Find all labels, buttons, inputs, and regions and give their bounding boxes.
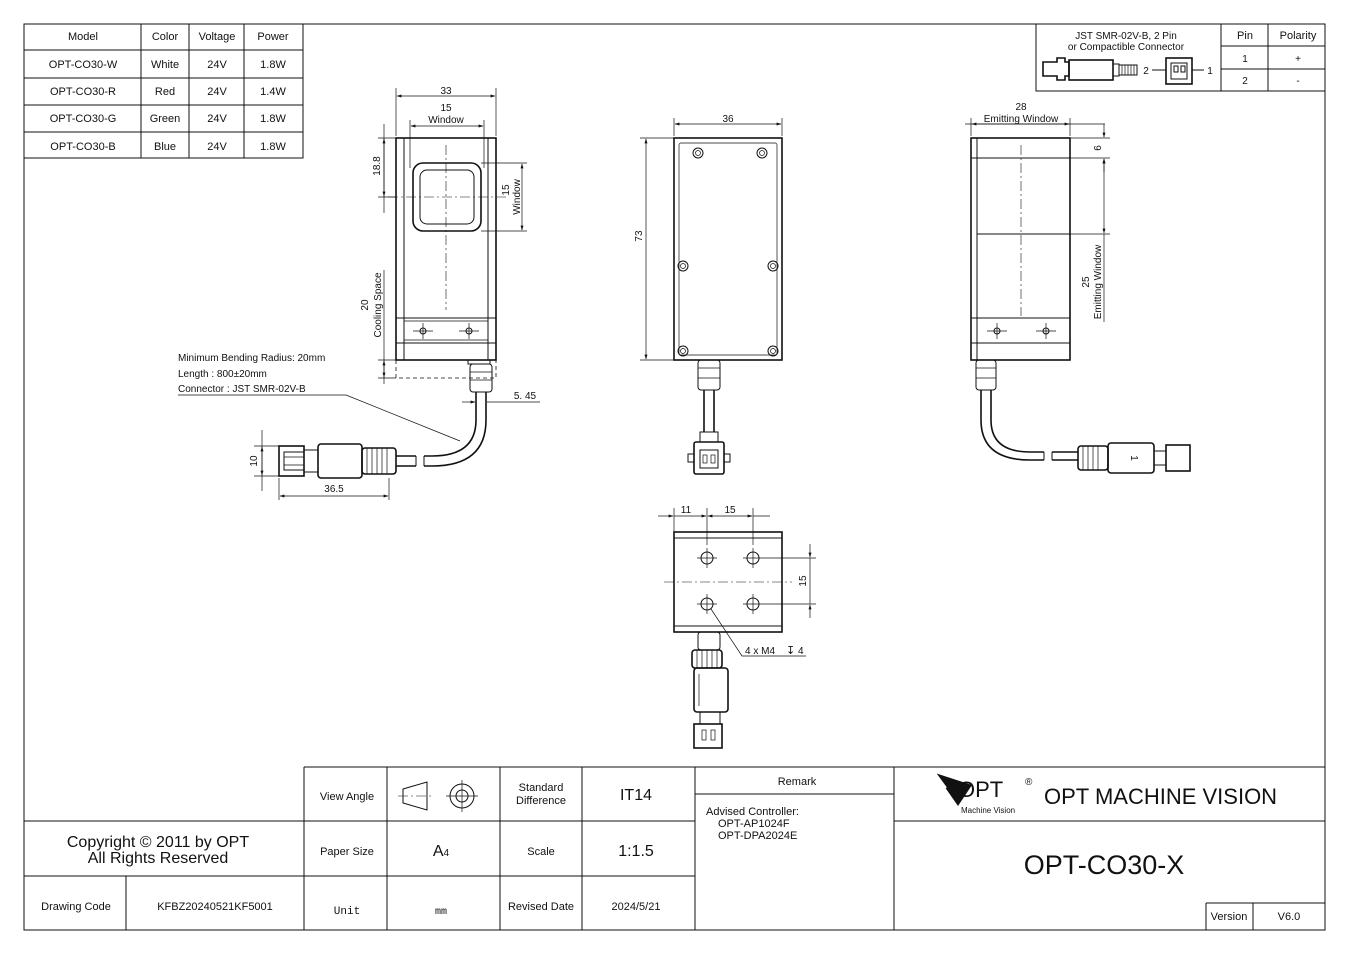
remark-label: Remark: [778, 776, 817, 788]
opt-logo-mark-icon: [935, 773, 972, 806]
paper-size-value: A4: [433, 843, 450, 860]
spec-cell: 1.8W: [260, 59, 286, 71]
spec-cell: OPT-CO30-W: [49, 59, 118, 71]
spec-cell: OPT-CO30-B: [50, 141, 115, 153]
unit-value: mm: [435, 907, 447, 918]
cable-note-connector: Connector : JST SMR-02V-B: [178, 384, 306, 395]
spec-header-voltage: Voltage: [199, 31, 236, 43]
spec-cell: 24V: [207, 113, 227, 125]
company-name: OPT MACHINE VISION: [1044, 784, 1277, 809]
connector-pictogram: 2 1: [1042, 57, 1213, 85]
dim-front-cable: 5. 45: [514, 391, 537, 402]
dim-front-window-h: 15: [501, 184, 512, 196]
paper-size-label: Paper Size: [320, 846, 374, 858]
standard-label-2: Difference: [516, 795, 566, 807]
dim-bottom-a: 11: [681, 505, 692, 516]
polarity-cell: +: [1295, 54, 1301, 65]
dim-back-height: 73: [634, 230, 645, 242]
hole-note: 4 x M4: [745, 646, 775, 657]
dim-front-window-w: 15: [440, 103, 452, 114]
spec-cell: 1.8W: [260, 141, 286, 153]
dim-front-top: 18.8: [372, 156, 383, 176]
standard-value: IT14: [620, 787, 652, 804]
depth-value: 4: [798, 646, 804, 657]
opt-logo: OPT ® Machine Vision: [934, 772, 1033, 815]
dim-front-cooling: 20: [360, 299, 371, 311]
pin-header: Pin: [1237, 30, 1253, 42]
drawing-code-value: KFBZ20240521KF5001: [157, 901, 273, 913]
remark-line1: Advised Controller:: [706, 806, 799, 818]
dim-bottom-c: 15: [798, 575, 809, 587]
front-window-label-v: Window: [512, 178, 523, 214]
depth-symbol: ↧: [786, 645, 795, 657]
spec-cell: 24V: [207, 86, 227, 98]
scale-label: Scale: [527, 846, 555, 858]
logo-text: OPT: [958, 777, 1003, 802]
spec-cell: Red: [155, 86, 175, 98]
version-label: Version: [1211, 911, 1248, 923]
revised-date-value: 2024/5/21: [612, 901, 661, 913]
spec-header-model: Model: [68, 31, 98, 43]
connector-table: JST SMR-02V-B, 2 Pin or Compactible Conn…: [1035, 23, 1326, 92]
spec-cell: 24V: [207, 59, 227, 71]
product-code: OPT-CO30-X: [1024, 850, 1185, 880]
side-connector-mark: 1: [1128, 455, 1139, 461]
drawing-code-label: Drawing Code: [41, 901, 111, 913]
copyright-line1: Copyright © 2011 by OPT: [67, 834, 249, 851]
cable-note-bending: Minimum Bending Radius: 20mm: [178, 353, 325, 364]
spec-table: Model Color Voltage Power OPT-CO30-W Whi…: [23, 23, 304, 159]
spec-header-power: Power: [257, 31, 289, 43]
bottom-view: 11 15 15 4 x M4 ↧ 4: [658, 505, 816, 749]
standard-label-1: Standard: [519, 782, 564, 794]
drawing-frame: [23, 23, 1326, 931]
dim-side-emit-w: 28: [1015, 102, 1027, 113]
spec-cell: OPT-CO30-G: [50, 113, 117, 125]
polarity-cell: -: [1296, 76, 1299, 87]
spec-cell: OPT-CO30-R: [50, 86, 116, 98]
connector-pin-1-label: 1: [1207, 66, 1213, 77]
spec-cell: Blue: [154, 141, 176, 153]
side-emit-label: Emitting Window: [984, 114, 1059, 125]
version-value: V6.0: [1278, 911, 1301, 923]
connector-pin-2-label: 2: [1143, 66, 1149, 77]
spec-cell: 1.8W: [260, 113, 286, 125]
logo-registered: ®: [1025, 777, 1033, 788]
revised-date-label: Revised Date: [508, 901, 574, 913]
front-view: 33 15 Window 18.8: [178, 86, 540, 500]
copyright-line2: All Rights Reserved: [88, 850, 229, 867]
side-view: 28 Emitting Window 6 25 Emitting Window: [965, 102, 1191, 474]
connector-title-line1: JST SMR-02V-B, 2 Pin: [1075, 31, 1177, 42]
dim-front-width: 33: [440, 86, 452, 97]
front-window-label: Window: [428, 115, 464, 126]
pin-cell: 1: [1242, 54, 1248, 65]
spec-cell: 24V: [207, 141, 227, 153]
logo-subtitle: Machine Vision: [961, 806, 1015, 815]
dim-side-emit-h: 25: [1081, 276, 1092, 288]
pin-cell: 2: [1242, 76, 1248, 87]
polarity-header: Polarity: [1280, 30, 1317, 42]
spec-header-color: Color: [152, 31, 179, 43]
scale-value: 1:1.5: [618, 843, 654, 860]
dim-connector-height: 10: [249, 455, 260, 467]
back-view: 36 73: [634, 114, 783, 475]
dim-back-width: 36: [722, 114, 734, 125]
unit-label: Unit: [334, 906, 360, 918]
spec-cell: 1.4W: [260, 86, 286, 98]
view-angle-label: View Angle: [320, 791, 374, 803]
connector-title-line2: or Compactible Connector: [1068, 42, 1185, 53]
spec-cell: Green: [150, 113, 181, 125]
title-block: Copyright © 2011 by OPT All Rights Reser…: [24, 766, 1325, 930]
front-cooling-label: Cooling Space: [373, 272, 384, 337]
projection-symbol-icon: [398, 780, 478, 812]
remark-line2: OPT-AP1024F: [718, 818, 790, 830]
dim-bottom-b: 15: [724, 505, 736, 516]
cable-note-length: Length : 800±20mm: [178, 369, 267, 380]
dim-connector-length: 36.5: [324, 484, 344, 495]
remark-line3: OPT-DPA2024E: [718, 830, 797, 842]
side-emit-label-v: Emitting Window: [1093, 244, 1104, 319]
dim-side-top: 6: [1093, 145, 1104, 151]
spec-cell: White: [151, 59, 179, 71]
